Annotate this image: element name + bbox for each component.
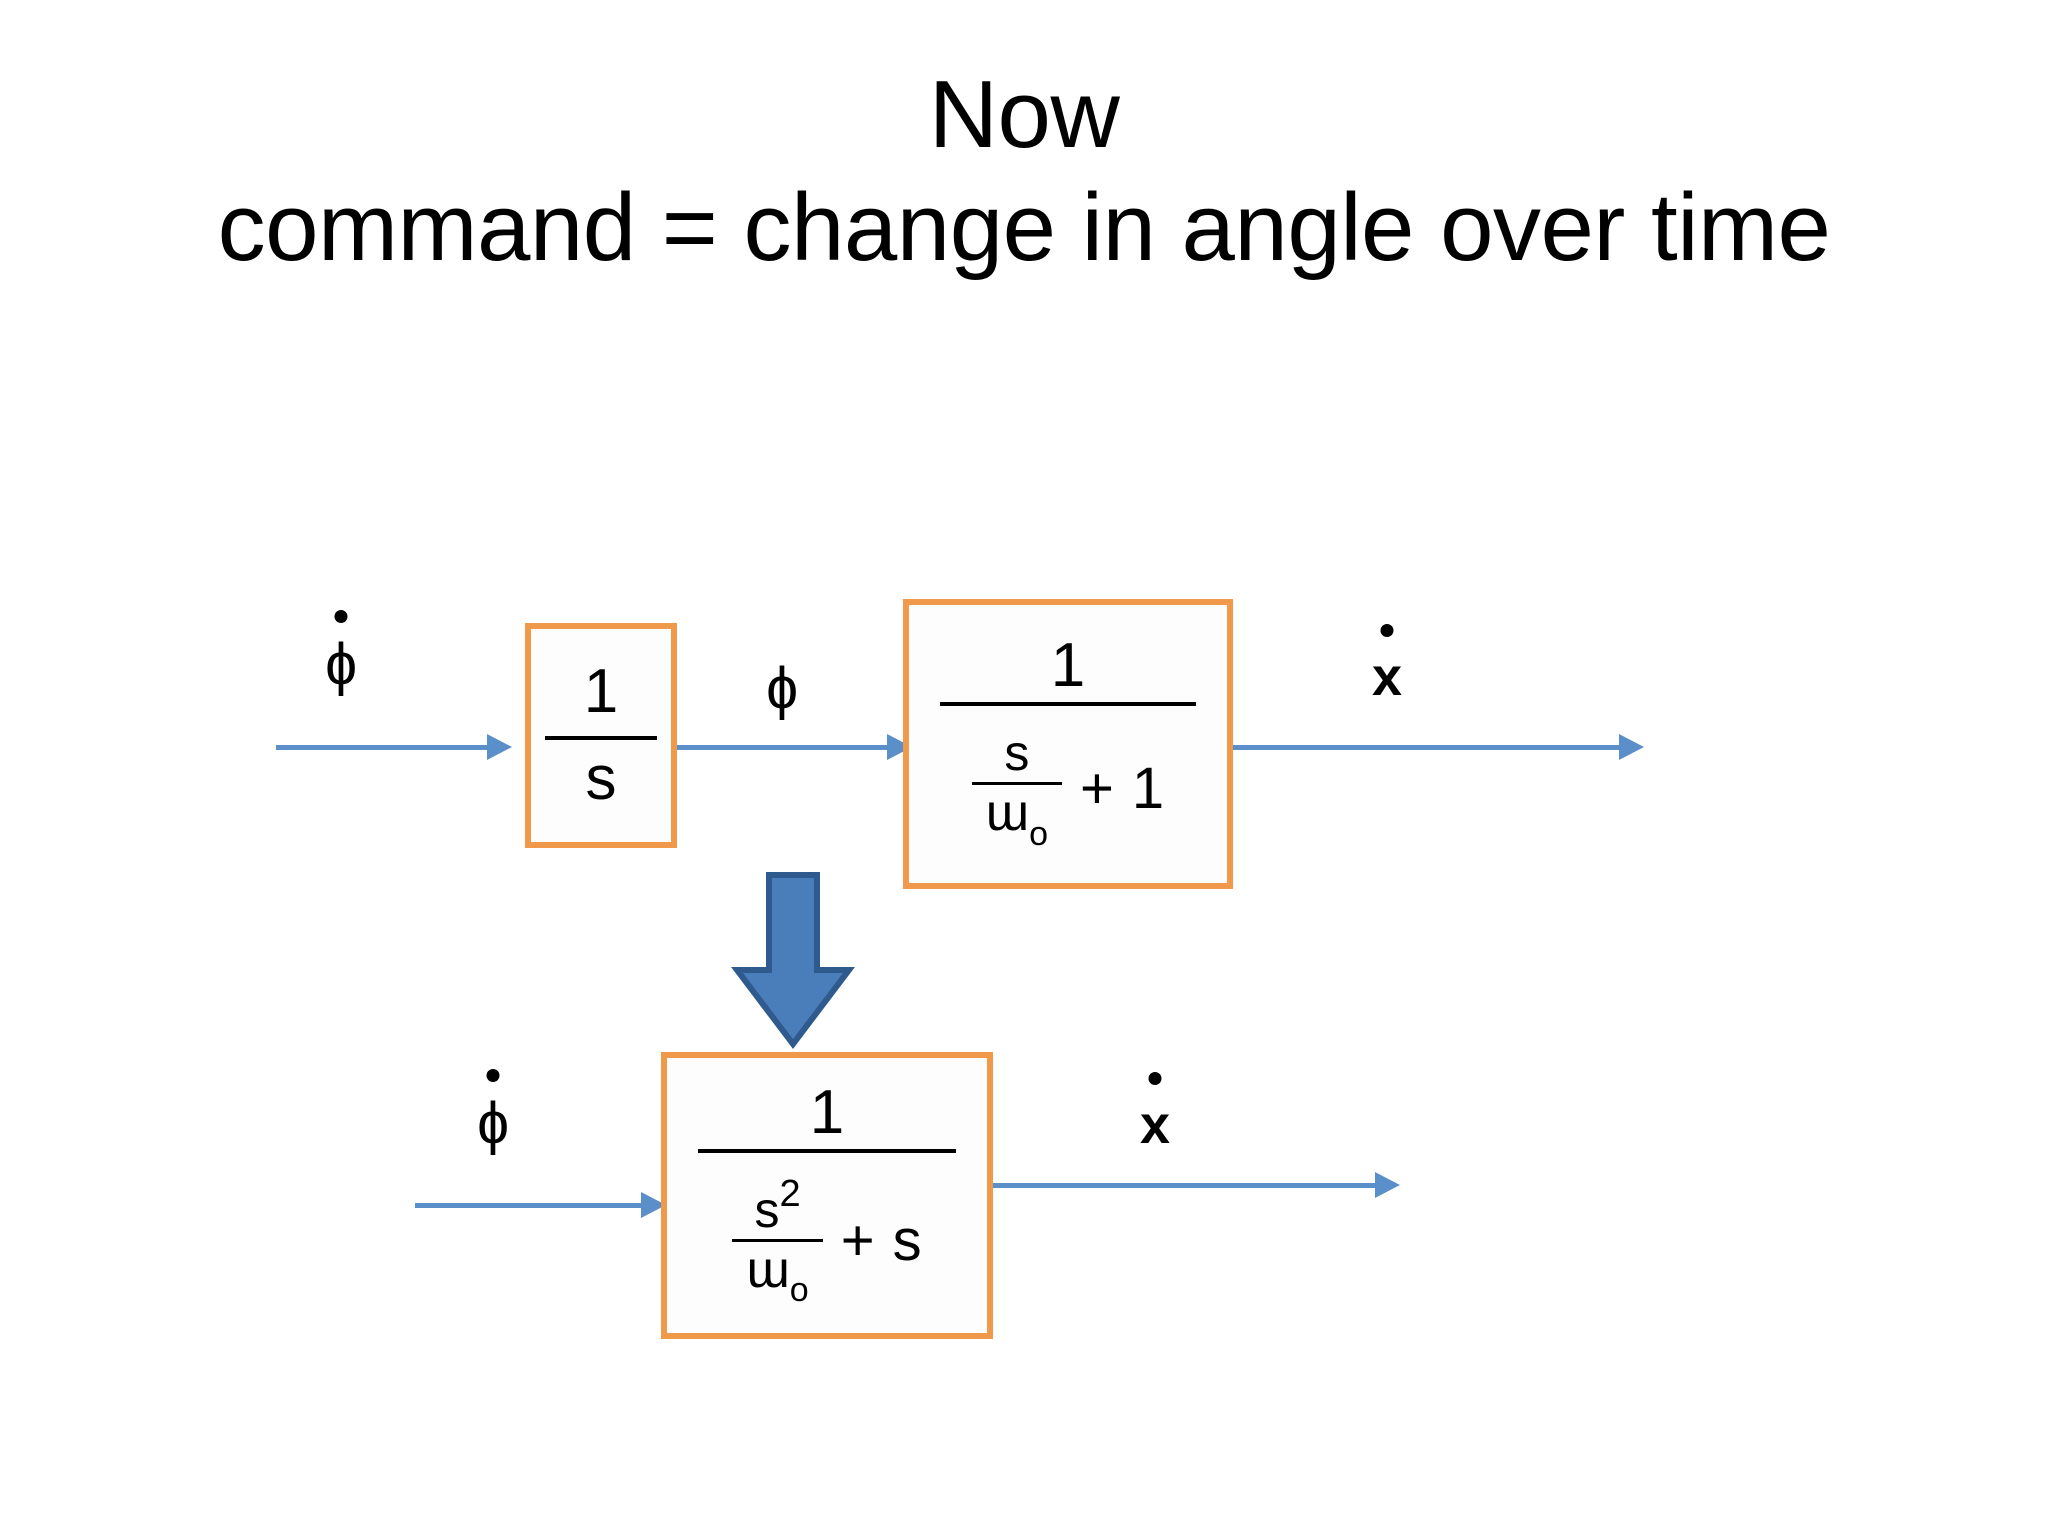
phi-glyph: ɸ (477, 1091, 509, 1156)
bottom-input-label-phi-dot: ɸ (477, 1069, 509, 1153)
fraction-s-over-omega: s ɯo (971, 725, 1063, 851)
block-lag-formula: 1 s ɯo + 1 (909, 605, 1227, 883)
dot-accent-icon (334, 610, 348, 623)
fraction-numerator: 1 (583, 656, 619, 726)
dot-accent-icon (1148, 1072, 1162, 1085)
title-line-2: command = change in angle over time (217, 174, 1831, 282)
inner-fraction-bar (732, 1238, 823, 1242)
operator-plus: + (840, 1207, 875, 1273)
page-title: Now command = change in angle over time (0, 58, 2048, 285)
x-glyph: x (1140, 1095, 1171, 1155)
operator-plus: + (1080, 756, 1114, 822)
top-output-label-x-dot: x (1372, 624, 1403, 707)
omega-subscript: o (1029, 814, 1049, 853)
transition-down-arrow-icon (731, 872, 855, 1049)
fraction-numerator: 1 (1050, 631, 1086, 701)
block-combined-formula: 1 s2 ɯo + s (667, 1058, 987, 1333)
omega-glyph: ɯ (746, 1240, 790, 1299)
title-line-1: Now (928, 61, 1120, 168)
fraction-bar (698, 1148, 956, 1153)
dot-accent-icon (486, 1069, 500, 1082)
dot-accent-icon (1380, 624, 1394, 637)
fraction-outer: 1 s ɯo + 1 (940, 631, 1196, 851)
inner-denominator: ɯo (732, 1244, 822, 1307)
phi-glyph: ɸ (766, 656, 798, 721)
fraction-bar (545, 735, 657, 740)
trailing-term: 1 (1131, 756, 1165, 822)
x-glyph: x (1372, 647, 1403, 707)
arrow-shaft (415, 1203, 643, 1208)
arrow-shaft (993, 1183, 1377, 1188)
block-integrator: 1 s (525, 623, 677, 848)
top-input-label-phi-dot: ɸ (325, 610, 357, 694)
block-first-order-lag: 1 s ɯo + 1 (903, 599, 1233, 889)
arrow-head-icon (1619, 734, 1644, 760)
s-superscript: 2 (779, 1172, 801, 1215)
bottom-output-label-x-dot: x (1140, 1072, 1171, 1155)
fraction-one-over-s: 1 s (545, 656, 657, 813)
omega-subscript: o (789, 1271, 809, 1310)
fraction-denominator: s (585, 743, 617, 813)
omega-glyph: ɯ (985, 784, 1030, 843)
fraction-bar (940, 702, 1196, 707)
arrow-shaft (677, 745, 889, 750)
inner-numerator: s2 (740, 1175, 814, 1235)
arrow-shaft (276, 745, 489, 750)
trailing-term: s (892, 1207, 922, 1273)
fraction-denominator: s ɯo + 1 (971, 725, 1165, 851)
inner-denominator: ɯo (972, 787, 1062, 850)
inner-fraction-bar (971, 782, 1063, 786)
fraction-numerator: 1 (809, 1077, 845, 1147)
block-integrator-formula: 1 s (531, 629, 671, 842)
s-glyph: s (754, 1181, 780, 1238)
top-intermediate-label-phi: ɸ (766, 660, 798, 718)
fraction-s-squared-over-omega: s2 ɯo (732, 1175, 823, 1307)
fraction-denominator: s2 ɯo + s (732, 1175, 922, 1307)
inner-numerator: s (1004, 725, 1030, 782)
fraction-outer: 1 s2 ɯo + s (698, 1077, 956, 1307)
arrow-shaft (1233, 745, 1621, 750)
arrow-head-icon (487, 734, 512, 760)
arrow-head-icon (1375, 1172, 1400, 1198)
phi-glyph: ɸ (325, 632, 357, 697)
block-combined-transfer-function: 1 s2 ɯo + s (661, 1052, 993, 1339)
